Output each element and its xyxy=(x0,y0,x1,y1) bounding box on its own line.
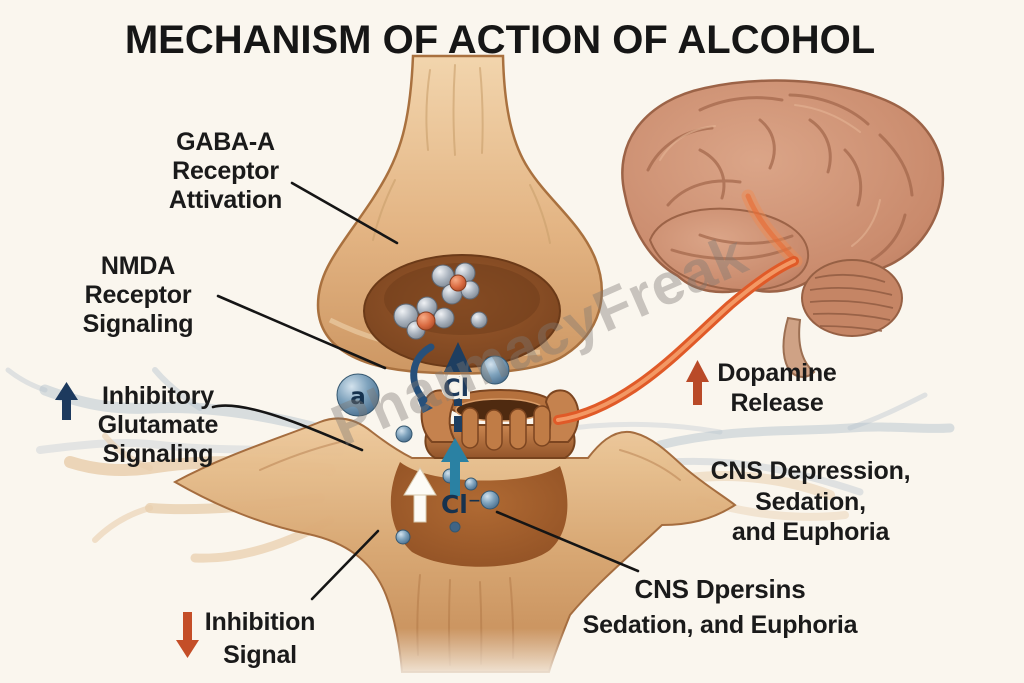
label-cns-dpersins: CNS Dpersins Sedation, and Euphoria xyxy=(582,574,858,640)
curved-arrow-icon xyxy=(410,343,435,413)
inhibition-leader-line xyxy=(310,529,380,601)
label-cns-depression: CNS Depression, Sedation, and Euphoria xyxy=(710,457,911,546)
label-inhibitory-glutamate: Inhibitory Glutamate Signaling xyxy=(97,382,219,468)
gaba-leader-line xyxy=(290,181,399,245)
ion-sphere-label: a xyxy=(350,384,366,410)
brain-gyri xyxy=(646,93,914,262)
inhibitory-leader-line xyxy=(211,404,364,452)
leader-lines xyxy=(211,181,640,601)
chloride-bottom-label: Cl⁻ xyxy=(441,490,481,519)
ion-sphere-labeled xyxy=(336,373,380,417)
dopamine-pathway-tube xyxy=(553,256,799,425)
inhibition-down-arrow-icon xyxy=(176,612,199,658)
neurotransmitter-molecules xyxy=(393,262,488,340)
dopamine-up-arrow-icon xyxy=(686,360,709,405)
cerebellum xyxy=(801,259,903,337)
label-inhibition-signal: Inhibition Signal xyxy=(204,608,316,669)
up-arrow-teal-icon xyxy=(441,438,469,496)
inhibitory-up-arrow-icon xyxy=(55,382,78,420)
up-arrow-white-icon xyxy=(403,467,437,523)
postsynaptic-neuron xyxy=(172,417,737,683)
brainstem xyxy=(782,316,816,378)
chloride-up-arrow-icon xyxy=(444,342,472,432)
page-title: MECHANISM OF ACTION OF ALCOHOL xyxy=(124,18,876,62)
label-gaba-receptor: GABA-A Receptor Attivation xyxy=(168,128,283,214)
chloride-top-label: Cl xyxy=(443,374,469,402)
label-nmda-receptor: NMDA Receptor Signaling xyxy=(82,252,194,338)
presynaptic-terminal xyxy=(316,54,603,375)
nmda-leader-line xyxy=(216,294,387,370)
label-dopamine-release: Dopamine Release xyxy=(717,359,837,417)
gaba-receptor-channel xyxy=(420,389,580,459)
cns-leader-line xyxy=(495,510,640,573)
brain-illustration xyxy=(621,79,945,378)
